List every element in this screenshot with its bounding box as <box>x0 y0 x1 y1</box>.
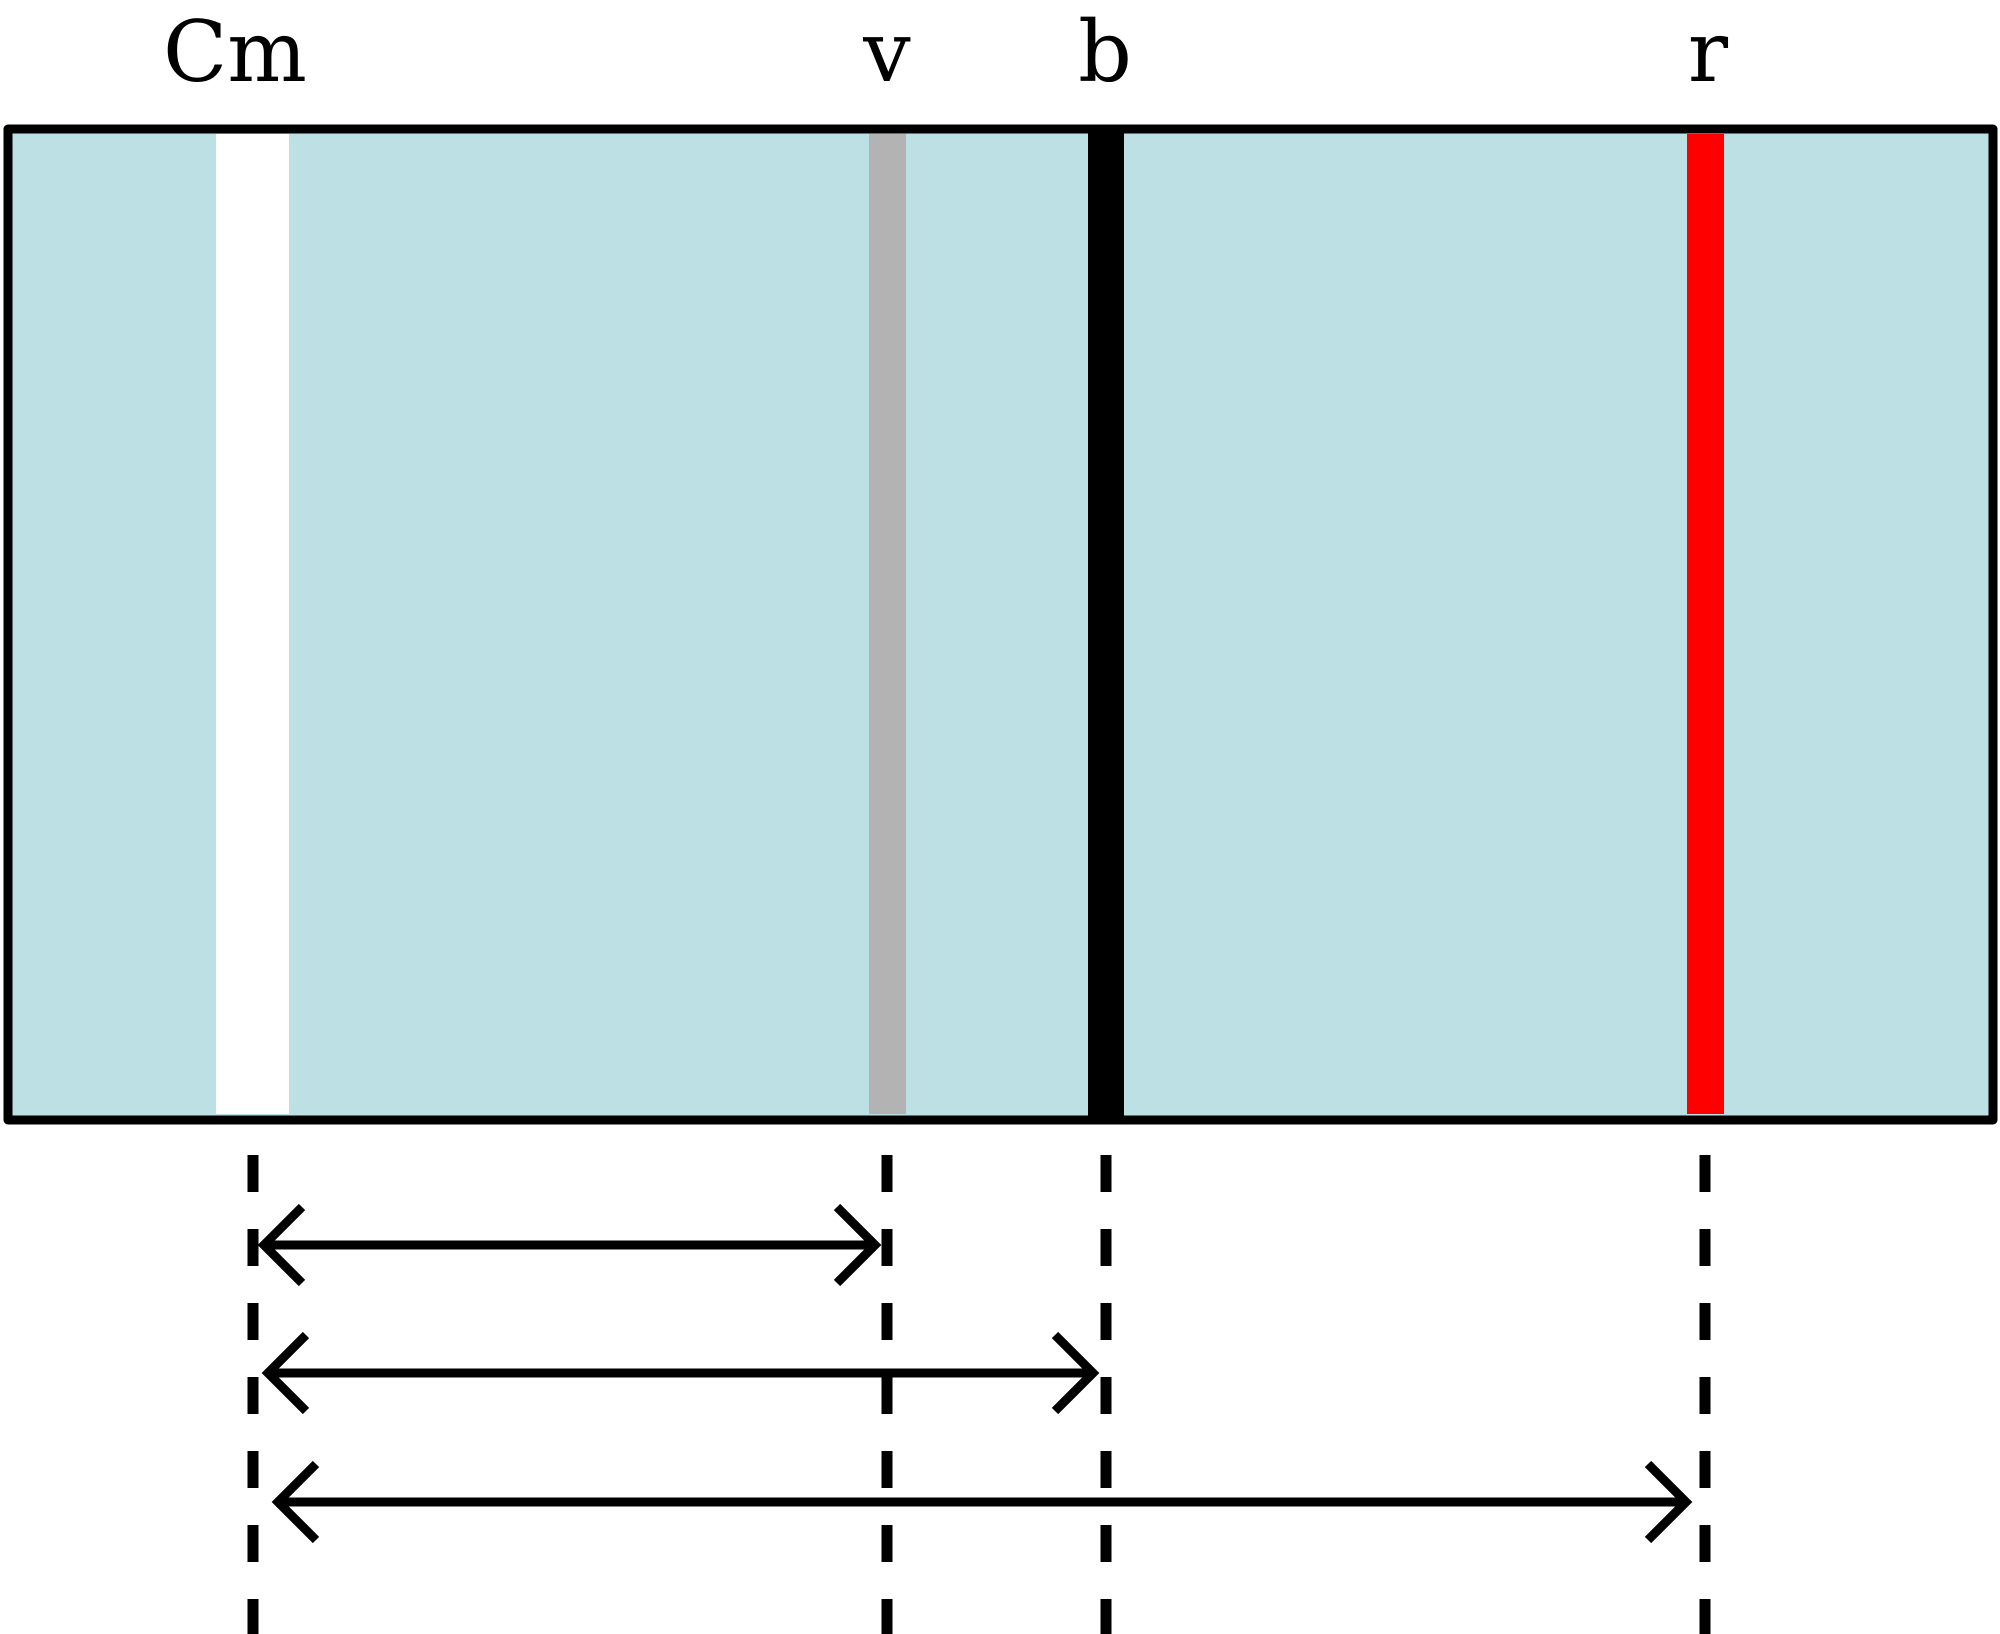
band-v <box>869 134 906 1114</box>
arrow-cm-to-v <box>257 1203 882 1287</box>
label-r: r <box>1688 3 1729 101</box>
panel-border <box>3 124 1998 1125</box>
arrowhead-right-icon <box>833 1203 882 1287</box>
arrowhead-left-icon <box>257 1203 306 1287</box>
band-b <box>1088 129 1124 1120</box>
label-b: b <box>1078 3 1132 101</box>
arrowhead-left-icon <box>261 1331 310 1415</box>
band-cm <box>216 134 289 1114</box>
label-v: v <box>862 3 911 101</box>
panel-background <box>8 129 1993 1120</box>
label-cm: Cm <box>163 3 307 101</box>
arrow-cm-to-r <box>271 1460 1693 1544</box>
arrow-cm-to-b <box>261 1331 1100 1415</box>
arrowhead-left-icon <box>271 1460 320 1544</box>
guide-lines <box>247 1155 1711 1634</box>
distance-arrows <box>257 1203 1693 1544</box>
arrowhead-right-icon <box>1051 1331 1100 1415</box>
band-r <box>1687 134 1724 1114</box>
arrowhead-right-icon <box>1644 1460 1693 1544</box>
